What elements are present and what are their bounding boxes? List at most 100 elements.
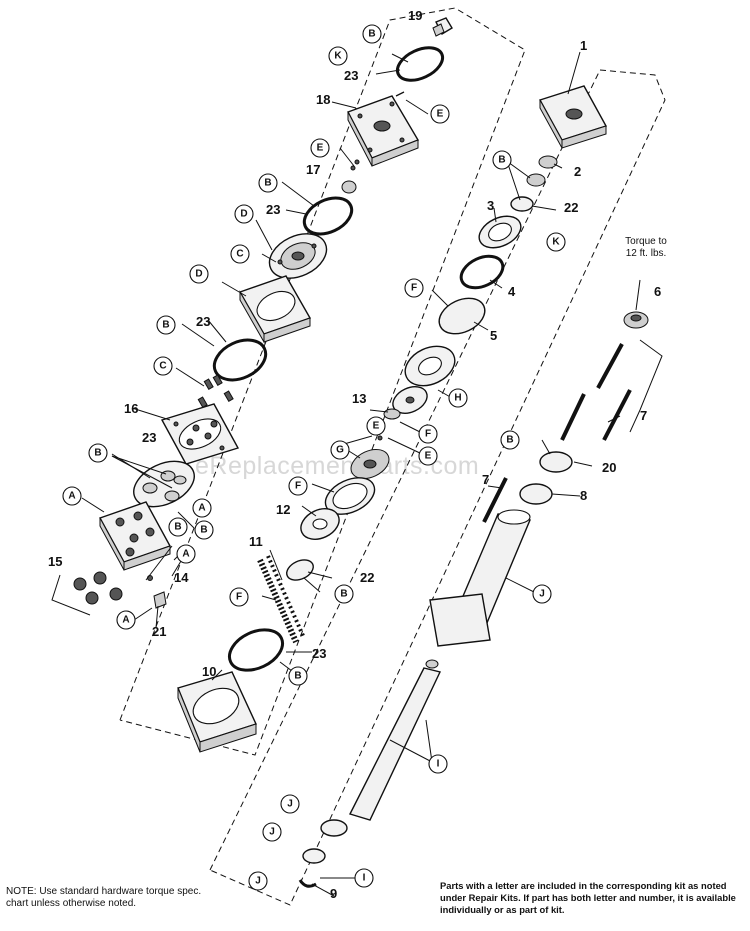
part-H-gear-inner [392, 386, 428, 414]
part-G-gear [350, 448, 390, 480]
callout-letter-F-3: F [288, 476, 308, 496]
part-C-pins [197, 374, 234, 409]
callout-letter-G-1: G [330, 440, 350, 460]
svg-text:B: B [340, 589, 347, 600]
callout-8: 8 [580, 488, 587, 503]
svg-text:G: G [336, 445, 344, 456]
svg-text:I: I [363, 873, 366, 884]
part-23-oring-3 [212, 338, 268, 382]
callout-5: 5 [490, 328, 497, 343]
callout-23-d: 23 [142, 430, 156, 445]
leader-lines [81, 51, 641, 897]
callout-23-b: 23 [266, 202, 280, 217]
callout-23-e: 23 [312, 646, 326, 661]
svg-text:B: B [368, 29, 375, 40]
part-15-nuts [73, 571, 123, 605]
callout-14: 14 [174, 570, 189, 585]
svg-text:F: F [295, 481, 301, 492]
part-17-check [341, 180, 357, 194]
part-23-oring-5 [228, 628, 284, 672]
part-19-plug [432, 17, 453, 37]
callout-23-c: 23 [196, 314, 210, 329]
callout-letter-B-3: B [156, 315, 176, 335]
callout-20: 20 [602, 460, 616, 475]
part-J-washer-2 [302, 848, 326, 864]
svg-text:F: F [411, 283, 417, 294]
callout-letter-A-2: A [192, 498, 212, 518]
callout-letter-E-1: E [430, 104, 450, 124]
callout-letter-J-3: J [262, 822, 282, 842]
callout-13: 13 [352, 391, 366, 406]
part-J-tube [429, 509, 531, 647]
callout-9: 9 [330, 886, 337, 901]
svg-text:E: E [317, 143, 324, 154]
part-8-bushing [519, 483, 553, 505]
part-F-ring [324, 477, 376, 515]
svg-text:A: A [198, 503, 205, 514]
svg-text:J: J [287, 799, 293, 810]
part-22-seal-2 [510, 196, 534, 212]
svg-text:A: A [68, 491, 75, 502]
callout-letter-C-2: C [153, 356, 173, 376]
svg-text:K: K [552, 237, 560, 248]
callout-letter-D-2: D [189, 264, 209, 284]
part-10-housing [177, 671, 257, 753]
part-H-gear-outer [404, 345, 456, 387]
part-1-cover [538, 85, 608, 149]
callout-10: 10 [202, 664, 216, 679]
svg-text:C: C [236, 249, 243, 260]
part-4-ring [459, 254, 505, 290]
callout-letter-B-6: B [194, 520, 214, 540]
callout-18: 18 [316, 92, 330, 107]
callout-letter-J-4: J [248, 871, 268, 891]
callout-letter-H-1: H [448, 388, 468, 408]
svg-text:A: A [122, 615, 129, 626]
svg-text:K: K [334, 51, 342, 62]
callout-letter-E-2: E [310, 138, 330, 158]
part-3-bearing [478, 215, 522, 249]
callout-letter-B-8: B [500, 430, 520, 450]
callout-letter-B-1: B [362, 24, 382, 44]
callout-19: 19 [408, 8, 422, 23]
callout-11: 11 [249, 534, 263, 549]
svg-text:B: B [506, 435, 513, 446]
callout-letter-B-2: B [258, 173, 278, 193]
callout-letter-C-1: C [230, 244, 250, 264]
svg-text:J: J [255, 876, 261, 887]
callout-6: 6 [654, 284, 661, 299]
part-12-gear [300, 508, 340, 540]
callout-letter-B-7: B [492, 150, 512, 170]
dashed-group-left [119, 7, 526, 756]
callout-letter-A-4: A [116, 610, 136, 630]
part-I-shaft [348, 659, 441, 821]
callout-23-a: 23 [344, 68, 358, 83]
svg-text:B: B [174, 522, 181, 533]
callout-7: 7 [640, 408, 647, 423]
callout-22-upper: 22 [564, 200, 578, 215]
callout-letter-I-1: I [428, 754, 448, 774]
svg-text:B: B [294, 671, 301, 682]
callout-7b: 7 [482, 472, 489, 487]
part-23-oring-2 [302, 196, 354, 236]
part-D-plate [238, 275, 312, 344]
torque-note: Torque to 12 ft. lbs. [625, 236, 667, 259]
callout-letter-B-4: B [88, 443, 108, 463]
part-J-washer-1 [320, 819, 348, 837]
callout-letter-I-2: I [354, 868, 374, 888]
svg-text:J: J [539, 589, 545, 600]
callout-21: 21 [152, 624, 166, 639]
part-7-bolts [560, 343, 632, 441]
callout-letter-E-3: E [418, 446, 438, 466]
part-5-cap [438, 297, 486, 335]
svg-text:B: B [200, 525, 207, 536]
svg-text:I: I [437, 759, 440, 770]
callout-letter-K-2: K [546, 232, 566, 252]
callout-16: 16 [124, 401, 138, 416]
callout-letter-D-1: D [234, 204, 254, 224]
callout-3: 3 [487, 198, 494, 213]
svg-text:B: B [162, 320, 169, 331]
callout-4: 4 [508, 284, 516, 299]
callout-letter-J-2: J [280, 794, 300, 814]
callout-22-lower: 22 [360, 570, 374, 585]
